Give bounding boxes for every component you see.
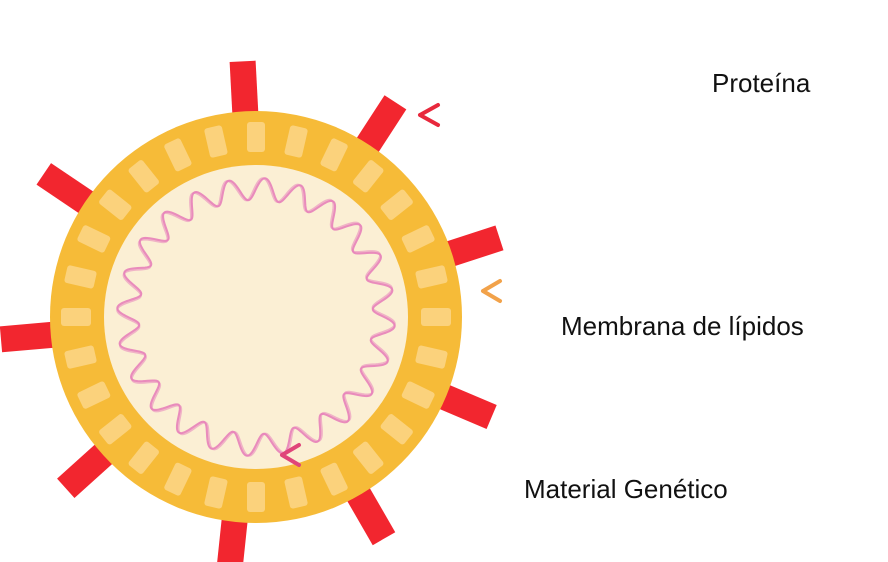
lipid-membrane-label: Membrana de lípidos — [561, 311, 804, 342]
membrane-segment — [247, 122, 265, 152]
membrane-segment — [61, 308, 91, 326]
arrow-lipids — [483, 281, 856, 301]
membrane-segment — [247, 482, 265, 512]
protein-label: Proteína — [712, 68, 810, 99]
arrow-protein — [420, 105, 856, 125]
membrane-segment — [421, 308, 451, 326]
genetic-material-label: Material Genético — [524, 474, 728, 505]
virus-core — [104, 165, 408, 469]
